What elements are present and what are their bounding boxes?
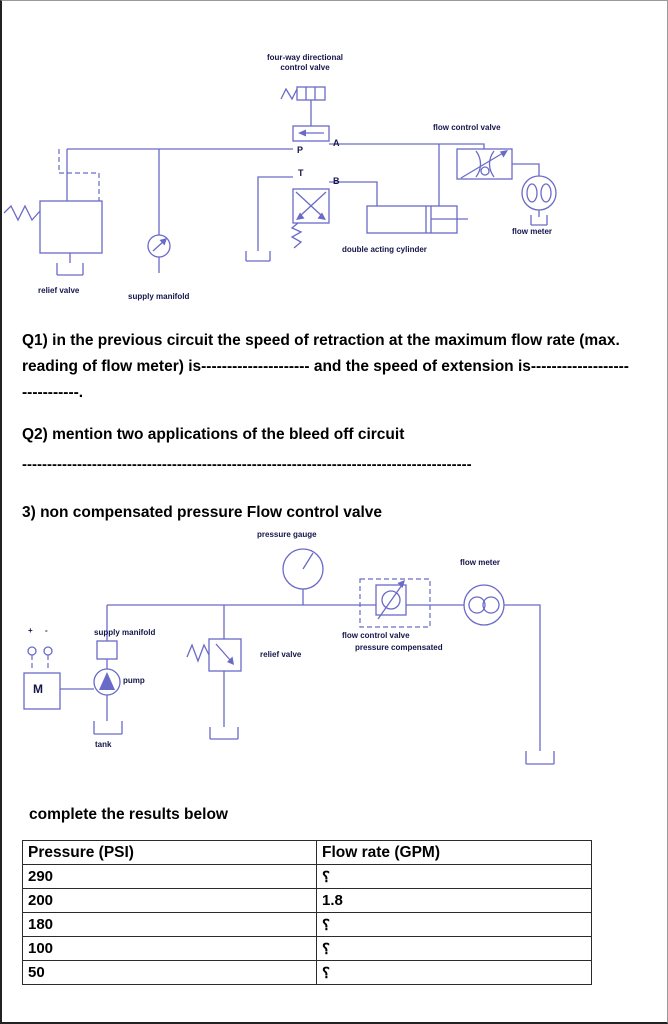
flow-meter-symbol [521,175,557,226]
table-row: 180 ؟ [22,912,592,937]
flow-rate-header: Flow rate (GPM) [316,840,592,865]
pressure-cell: 200 [22,888,317,913]
table-row: 290 ؟ [22,864,592,889]
flow-cell: ؟ [316,864,592,889]
port-t-label: T [298,168,304,178]
answer-line: ----------------------------------------… [22,456,472,473]
flow-meter-2-label: flow meter [460,558,501,567]
double-acting-cylinder-symbol [366,205,468,234]
cylinder-lines [245,143,485,262]
pressure-cell: 50 [22,960,317,985]
flow-cell: 1.8 [316,888,592,913]
supply-manifold-label: supply manifold [128,292,190,301]
relief-valve-2-symbol [186,605,242,740]
pressure-compensated-label: pressure compensated [355,643,443,652]
pump-label: pump [123,676,145,685]
flow-cell: ؟ [316,936,592,961]
relief-valve-symbol [3,200,103,276]
motor-symbol [23,646,94,710]
compensated-flow-control-symbol [359,578,464,628]
flow-cell: ؟ [316,960,592,985]
table-row: 100 ؟ [22,936,592,961]
table-instruction: complete the results below [29,806,228,823]
supply-manifold-symbol [147,149,171,273]
tank-label: tank [95,740,112,749]
motor-m-label: M [33,682,43,696]
minus-sign: - [45,626,48,635]
question-1: Q1) in the previous circuit the speed of… [22,332,629,401]
four-way-valve-label: four-way directional control valve [266,53,343,73]
flow-meter-2-symbol [463,584,555,765]
flow-control-valve-label: flow control valve [433,123,501,132]
table-header-row: Pressure (PSI) Flow rate (GPM) [22,840,592,865]
supply-manifold-2-label: supply manifold [94,628,156,637]
supply-side-lines [58,148,293,201]
question-2: Q2) mention two applications of the blee… [22,426,405,443]
table-row: 200 1.8 [22,888,592,913]
double-acting-cylinder-label: double acting cylinder [342,245,427,254]
plus-sign: + [28,626,33,635]
flow-meter-label: flow meter [512,227,553,236]
port-b-label: B [333,176,340,186]
flow-control-valve-symbol [456,148,540,180]
pressure-cell: 100 [22,936,317,961]
section-3-heading: 3) non compensated pressure Flow control… [22,504,383,521]
table-row: 50 ؟ [22,960,592,985]
pressure-header: Pressure (PSI) [22,840,317,865]
port-p-label: P [297,145,304,155]
pressure-cell: 180 [22,912,317,937]
pressure-cell: 290 [22,864,317,889]
pump-symbol [93,668,123,735]
results-table: Pressure (PSI) Flow rate (GPM) 290 ؟ 200… [22,840,592,985]
relief-valve-label: relief valve [38,286,80,295]
flow-control-valve-2-label: flow control valve [342,631,410,640]
port-a-label: A [333,138,340,148]
flow-cell: ؟ [316,912,592,937]
pressure-gauge-symbol [282,548,324,605]
supply-manifold-2-symbol [96,605,118,669]
pressure-gauge-label: pressure gauge [257,530,317,539]
four-way-valve-symbol [280,86,330,249]
relief-valve-2-label: relief valve [260,650,302,659]
